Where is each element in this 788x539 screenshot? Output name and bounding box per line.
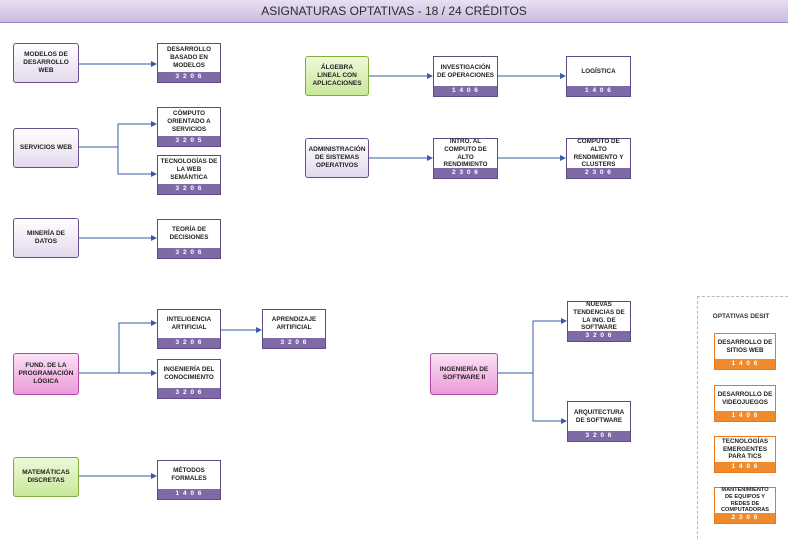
course-credits: 3 2 0 6 — [158, 248, 220, 258]
course-title: LOGÍSTICA — [581, 67, 616, 75]
course-computo-alto-rendimiento-clusters: COMPUTO DE ALTO RENDIMIENTO Y CLUSTERS 2… — [566, 138, 631, 179]
arrow-ingsoft-arquitectura — [532, 373, 567, 424]
node-label: ADMINISTRACIÓN DE SISTEMAS OPERATIVOS — [308, 145, 366, 170]
course-title: APRENDIZAJE ARTIFICIAL — [271, 316, 317, 331]
desit-desarrollo-sitios-web: DESARROLLO DE SITIOS WEB 1 4 0 6 — [714, 333, 776, 370]
node-label: MODELOS DE DESARROLLO WEB — [23, 50, 69, 75]
desit-tecnologias-emergentes: TECNOLOGÍAS EMERGENTES PARA TICS 1 4 0 6 — [714, 436, 776, 473]
course-desarrollo-basado-modelos: DESARROLLO BASADO EN MODELOS 3 2 0 6 — [157, 43, 221, 83]
course-nuevas-tendencias-ing-software: NUEVAS TENDENCIAS DE LA ING. DE SOFTWARE… — [567, 301, 631, 342]
course-intro-computo-alto-rendimiento: INTRO. AL COMPUTO DE ALTO RENDIMIENTO 2 … — [433, 138, 498, 179]
course-credits: 3 2 0 6 — [158, 184, 220, 194]
node-label: FUND. DE LA PROGRAMACIÓN LÓGICA — [18, 361, 74, 386]
course-tecnologias-web-semantica: TECNOLOGÍAS DE LA WEB SEMÁNTICA 3 2 0 6 — [157, 155, 221, 195]
node-administracion-sistemas: ADMINISTRACIÓN DE SISTEMAS OPERATIVOS — [305, 138, 369, 178]
course-credits: 3 2 0 6 — [568, 431, 630, 441]
desit-desarrollo-videojuegos: DESARROLLO DE VIDEOJUEGOS 1 4 0 6 — [714, 385, 776, 422]
course-investigacion-operaciones: INVESTIGACIÓN DE OPERACIONES 1 4 0 6 — [433, 56, 498, 97]
course-title: DESARROLLO DE VIDEOJUEGOS — [717, 390, 773, 406]
course-title: ARQUITECTURA DE SOFTWARE — [573, 408, 625, 424]
course-credits: 2 3 0 6 — [567, 168, 630, 178]
arrow-servicios-computo — [79, 121, 157, 148]
arrow-fund-inteligencia — [79, 320, 157, 374]
course-title: MÉTODOS FORMALES — [171, 467, 207, 482]
desit-panel — [697, 296, 788, 539]
course-credits: 3 2 0 6 — [158, 338, 220, 348]
node-label: SERVICIOS WEB — [19, 143, 73, 151]
node-fund-programacion-logica: FUND. DE LA PROGRAMACIÓN LÓGICA — [13, 353, 79, 395]
course-credits: 1 4 0 6 — [158, 489, 220, 499]
course-title: INGENIERÍA DEL CONOCIMIENTO — [163, 366, 215, 381]
course-title: DESARROLLO BASADO EN MODELOS — [166, 46, 212, 69]
course-credits: 3 2 0 5 — [158, 136, 220, 146]
node-label: MATEMÁTICAS DISCRETAS — [22, 468, 70, 484]
node-algebra-lineal: ÁLGEBRA LINEAL CON APLICACIONES — [305, 56, 369, 96]
course-title: INTELIGENCIA ARTIFICIAL — [166, 316, 212, 331]
arrow-servicios-semantica — [117, 147, 157, 177]
node-ingenieria-software-ii: INGENIERÍA DE SOFTWARE II — [430, 353, 498, 395]
course-title: COMPUTO DE ALTO RENDIMIENTO Y CLUSTERS — [573, 137, 624, 169]
desit-mantenimiento-equipos-redes: MANTENIMIENTO DE EQUIPOS Y REDES DE COMP… — [714, 487, 776, 524]
node-label: INGENIERÍA DE SOFTWARE II — [439, 365, 489, 381]
course-credits: 1 4 0 6 — [434, 86, 497, 96]
course-credits: 3 2 0 6 — [568, 331, 630, 341]
node-matematicas-discretas: MATEMÁTICAS DISCRETAS — [13, 457, 79, 497]
page-title: ASIGNATURAS OPTATIVAS - 18 / 24 CRÉDITOS — [0, 0, 788, 23]
node-label: ÁLGEBRA LINEAL CON APLICACIONES — [312, 63, 362, 88]
course-title: MANTENIMIENTO DE EQUIPOS Y REDES DE COMP… — [720, 486, 770, 514]
course-credits: 1 4 0 6 — [567, 86, 630, 96]
node-label: MINERÍA DE DATOS — [26, 229, 66, 245]
node-modelos-desarrollo-web: MODELOS DE DESARROLLO WEB — [13, 43, 79, 83]
course-inteligencia-artificial: INTELIGENCIA ARTIFICIAL 3 2 0 6 — [157, 309, 221, 349]
course-title: INTRO. AL COMPUTO DE ALTO RENDIMIENTO — [443, 137, 488, 169]
course-title: CÓMPUTO ORIENTADO A SERVICIOS — [167, 110, 211, 133]
course-title: NUEVAS TENDENCIAS DE LA ING. DE SOFTWARE — [573, 300, 625, 332]
course-credits: 3 2 0 6 — [263, 338, 325, 348]
course-teoria-decisiones: TEORÍA DE DECISIONES 3 2 0 6 — [157, 219, 221, 259]
course-credits: 2 3 0 6 — [715, 513, 775, 523]
course-credits: 3 2 0 6 — [158, 388, 220, 398]
desit-title: OPTATIVAS DESIT — [712, 313, 770, 320]
course-credits: 3 2 0 6 — [158, 72, 220, 82]
course-title: TECNOLOGÍAS EMERGENTES PARA TICS — [721, 437, 769, 461]
course-ingenieria-conocimiento: INGENIERÍA DEL CONOCIMIENTO 3 2 0 6 — [157, 359, 221, 399]
course-credits: 1 4 0 6 — [715, 462, 775, 472]
course-metodos-formales: MÉTODOS FORMALES 1 4 0 6 — [157, 460, 221, 500]
course-title: TEORÍA DE DECISIONES — [169, 226, 209, 241]
node-servicios-web: SERVICIOS WEB — [13, 128, 79, 168]
course-credits: 2 3 0 6 — [434, 168, 497, 178]
course-title: TECNOLOGÍAS DE LA WEB SEMÁNTICA — [160, 158, 218, 181]
course-title: DESARROLLO DE SITIOS WEB — [717, 338, 773, 354]
arrow-ingsoft-nuevas — [498, 318, 567, 374]
node-mineria-datos: MINERÍA DE DATOS — [13, 218, 79, 258]
course-title: INVESTIGACIÓN DE OPERACIONES — [436, 63, 495, 79]
course-credits: 1 4 0 6 — [715, 359, 775, 369]
course-credits: 1 4 0 6 — [715, 411, 775, 421]
course-logistica: LOGÍSTICA 1 4 0 6 — [566, 56, 631, 97]
course-aprendizaje-artificial: APRENDIZAJE ARTIFICIAL 3 2 0 6 — [262, 309, 326, 349]
course-computo-orientado-servicios: CÓMPUTO ORIENTADO A SERVICIOS 3 2 0 5 — [157, 107, 221, 147]
course-arquitectura-software: ARQUITECTURA DE SOFTWARE 3 2 0 6 — [567, 401, 631, 442]
